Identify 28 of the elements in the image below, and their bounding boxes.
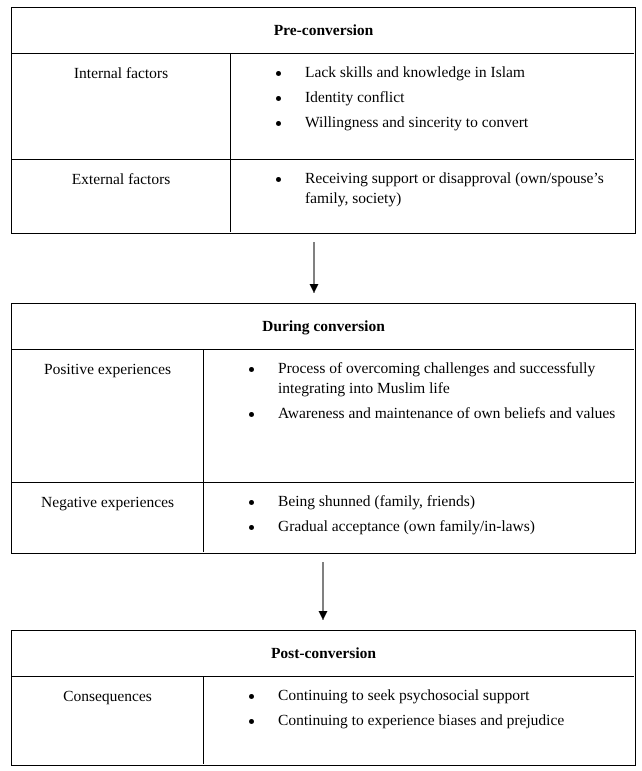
category-cell [12, 676, 204, 764]
stage-table [11, 630, 636, 766]
bullet-text: Being shunned (family, friends) [278, 493, 476, 510]
arrow [310, 242, 318, 294]
stage-heading: Post-conversion [270, 644, 378, 664]
stage-table [11, 303, 636, 554]
bullet-text: Gradual acceptance (own family/in-laws) [278, 518, 535, 536]
stage-heading: Pre-conversion [272, 20, 374, 40]
category-cell [12, 159, 231, 232]
category-label: External factors [72, 171, 170, 188]
category-cell [12, 482, 204, 552]
category-cell [12, 349, 204, 482]
bullet-text: Receiving support or disapproval (own/spouse’s family, society) [305, 170, 604, 208]
bullet-text: Awareness and maintenance of own beliefs and values [278, 405, 616, 422]
category-label: Internal factors [74, 65, 168, 82]
bullet-text: Lack skills and knowledge in Islam [305, 64, 525, 81]
bullet-text: Process of overcoming challenges and successfully integrating into Muslim life [278, 360, 596, 398]
category-label: Negative experiences [41, 494, 174, 511]
stage-table [11, 7, 636, 234]
bullet-text: Willingness and sincerity to convert [305, 114, 528, 132]
bullet-text: Continuing to experience biases and prejudice [278, 712, 564, 730]
bullet-text: Identity conflict [305, 89, 404, 106]
bullet-text: Continuing to seek psychosocial support [278, 687, 530, 704]
category-label: Positive experiences [44, 361, 171, 378]
category-label: Consequences [63, 688, 152, 705]
stage-heading: During conversion [261, 316, 386, 336]
arrow [318, 562, 328, 620]
category-cell [12, 53, 231, 159]
